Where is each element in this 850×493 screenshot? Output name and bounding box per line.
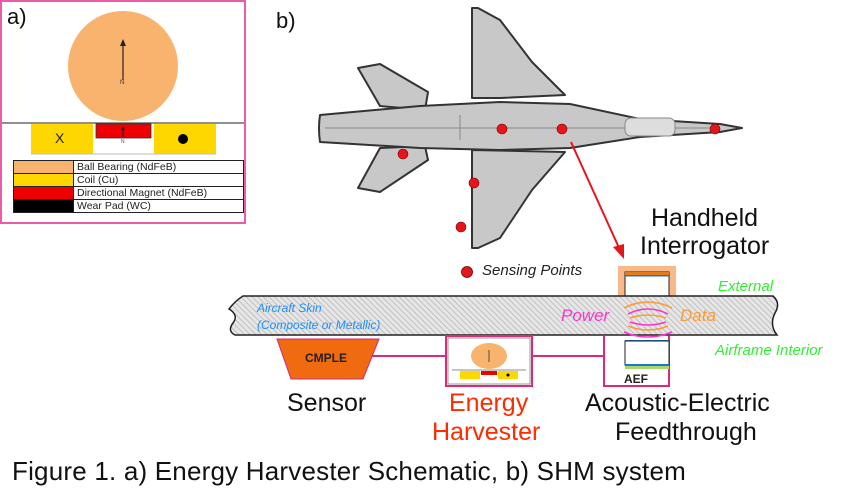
sensing-points-layer <box>397 123 721 233</box>
handheld-label-line2: Interrogator <box>640 232 770 260</box>
sensing-point <box>455 221 467 233</box>
energy-harvester-caption-line1: Energy <box>449 389 529 417</box>
external-label: External <box>718 278 774 295</box>
upper-wing <box>471 7 566 99</box>
legend-swatch-directional-magnet <box>14 187 74 199</box>
legend-swatch-ball-bearing <box>14 161 74 173</box>
legend-swatch-coil <box>14 174 74 186</box>
panel-a-label: a) <box>7 4 27 29</box>
sensing-point <box>709 123 721 135</box>
aef-caption-line2: Feedthrough <box>615 418 757 446</box>
magnet-pole-label: N <box>121 139 125 145</box>
sensing-point-legend-icon <box>461 266 473 278</box>
aef-device <box>624 340 670 369</box>
energy-harvester-caption-line2: Harvester <box>432 418 541 446</box>
coil-current-out-icon <box>178 134 188 144</box>
aef-caption-line1: Acoustic-Electric <box>585 389 770 417</box>
sensing-point <box>556 123 568 135</box>
legend-item: Wear Pad (WC) <box>14 199 243 212</box>
power-label: Power <box>561 306 610 325</box>
legend-label: Wear Pad (WC) <box>77 200 151 212</box>
sensor-caption: Sensor <box>287 389 367 417</box>
energy-harvester-mini-schematic <box>447 337 531 385</box>
upper-tail <box>357 63 429 111</box>
legend-swatch-wear-pad <box>14 200 74 212</box>
panel-a-energy-harvester-schematic: a) N N X Ball Bearing (NdFeB) Coil (Cu) … <box>0 0 246 224</box>
panel-b-label: b) <box>276 8 296 33</box>
handheld-label-line1: Handheld <box>651 204 759 232</box>
data-label: Data <box>680 306 716 325</box>
airframe-interior-label: Airframe Interior <box>715 342 823 359</box>
sensing-points-legend-label: Sensing Points <box>482 262 583 279</box>
aircraft-top-view <box>318 7 743 249</box>
coil-left <box>31 124 93 154</box>
sensing-point <box>468 177 480 189</box>
cmple-label: CMPLE <box>305 351 347 365</box>
harvester-schematic-graphic <box>2 11 244 155</box>
legend-item: Directional Magnet (NdFeB) <box>14 186 243 199</box>
aef-label: AEF <box>624 372 648 386</box>
arrow-line <box>570 141 621 251</box>
sensing-point <box>496 123 508 135</box>
arrowhead-icon <box>613 244 624 259</box>
magnet-arrowhead-icon <box>121 126 125 130</box>
coil-current-in-icon: X <box>55 130 65 146</box>
skin-label-line2: (Composite or Metallic) <box>257 318 381 332</box>
fuselage <box>318 101 743 151</box>
skin-label-line1: Aircraft Skin <box>257 301 322 315</box>
legend-label: Ball Bearing (NdFeB) <box>77 161 177 173</box>
figure-caption: Figure 1. a) Energy Harvester Schematic,… <box>12 456 687 486</box>
power-data-wave-icon <box>623 301 673 338</box>
legend-label: Coil (Cu) <box>77 174 119 186</box>
ball-pole-label: N <box>120 80 125 86</box>
legend-label: Directional Magnet (NdFeB) <box>77 187 208 199</box>
lower-wing <box>471 149 566 249</box>
cmple-sensor <box>276 338 380 380</box>
sensing-point <box>397 148 409 160</box>
materials-legend: Ball Bearing (NdFeB) Coil (Cu) Direction… <box>13 160 244 213</box>
legend-item: Ball Bearing (NdFeB) <box>14 161 243 173</box>
interrogator-arrow <box>570 141 624 259</box>
legend-item: Coil (Cu) <box>14 173 243 186</box>
ball-arrowhead-icon <box>120 39 126 46</box>
